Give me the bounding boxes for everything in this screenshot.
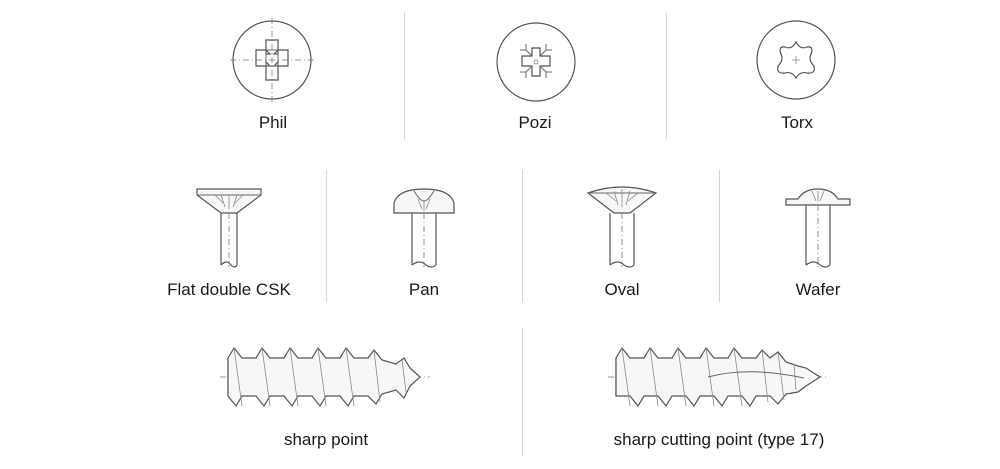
oval-head-icon [586, 186, 658, 268]
head-label-flat-double-csk: Flat double CSK [167, 280, 291, 299]
head-label-pan: Pan [408, 280, 440, 299]
sharp-point-screw-icon [220, 346, 430, 408]
divider [404, 12, 405, 140]
drive-label-phil: Phil [258, 113, 288, 132]
drive-label-pozi: Pozi [518, 113, 552, 132]
divider [719, 170, 720, 302]
torx-drive-icon [756, 20, 836, 100]
divider [522, 328, 523, 456]
wafer-head-icon [785, 188, 851, 268]
divider [666, 12, 667, 140]
flat-countersunk-head-icon [196, 188, 262, 268]
drive-label-torx: Torx [780, 113, 814, 132]
head-label-oval: Oval [604, 280, 640, 299]
point-label-type17: sharp cutting point (type 17) [613, 430, 825, 449]
divider [522, 170, 523, 302]
phillips-drive-icon [230, 18, 314, 102]
pan-head-icon [393, 188, 455, 268]
point-label-sharp: sharp point [283, 430, 369, 449]
divider [326, 170, 327, 302]
type17-cutting-point-screw-icon [608, 346, 828, 408]
head-label-wafer: Wafer [795, 280, 841, 299]
pozidriv-drive-icon [496, 22, 576, 102]
